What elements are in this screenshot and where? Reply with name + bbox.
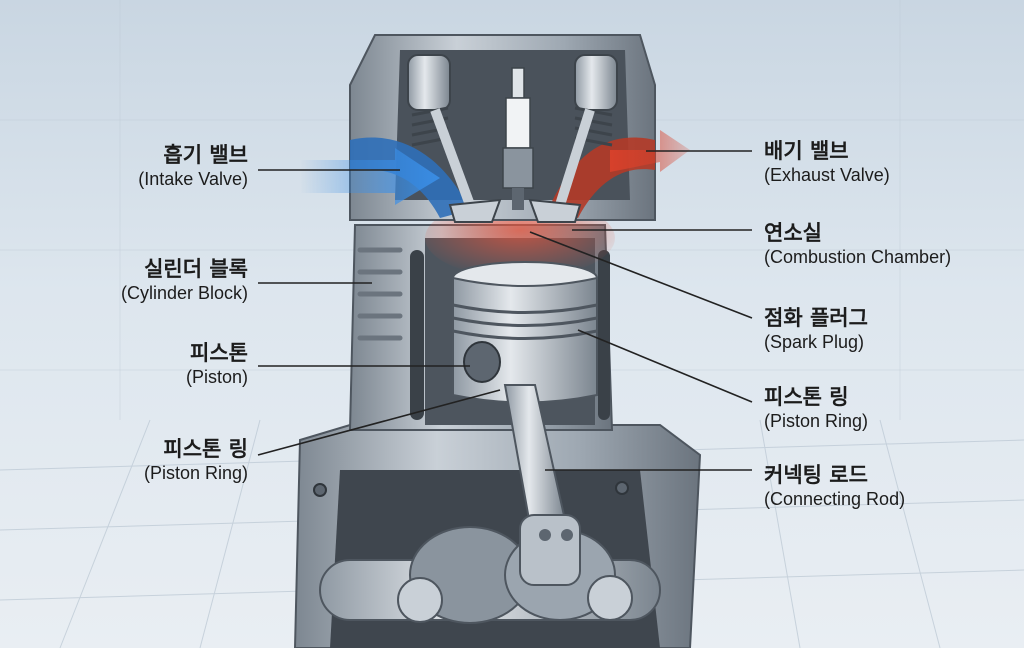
label-piston-ring-left: 피스톤 링 (Piston Ring) (144, 436, 248, 485)
leader-piston-ring-right (577, 329, 753, 403)
intake-flow-arrow (300, 148, 440, 205)
label-piston-en: (Piston) (185, 367, 248, 388)
intake-valve-assembly (407, 54, 502, 223)
exhaust-valve-assembly (528, 54, 618, 223)
label-piston-ring-right: 피스톤 링 (Piston Ring) (764, 384, 868, 433)
label-piston: 피스톤 (Piston) (186, 340, 248, 389)
label-intake-valve-en: (Intake Valve) (138, 169, 248, 190)
label-piston-ring-right-en: (Piston Ring) (764, 411, 869, 432)
leader-spark-plug (529, 231, 753, 319)
label-combustion-chamber: 연소실 (Combustion Chamber) (764, 220, 951, 269)
label-cylinder-block-en: (Cylinder Block) (120, 283, 248, 304)
label-piston-ring-right-ko: 피스톤 링 (764, 385, 849, 409)
label-piston-ko: 피스톤 (190, 341, 248, 365)
spark-plug (502, 67, 534, 210)
label-spark-plug-ko: 점화 플러그 (764, 306, 868, 330)
label-spark-plug: 점화 플러그 (Spark Plug) (764, 305, 868, 354)
connecting-rod (503, 384, 581, 586)
label-connecting-rod-ko: 커넥팅 로드 (764, 463, 868, 487)
label-combustion-chamber-ko: 연소실 (764, 221, 822, 245)
label-intake-valve-ko: 흡기 밸브 (163, 143, 248, 167)
piston (452, 261, 598, 404)
label-intake-valve: 흡기 밸브 (Intake Valve) (138, 142, 248, 191)
label-exhaust-valve: 배기 밸브 (Exhaust Valve) (764, 138, 890, 187)
label-connecting-rod: 커넥팅 로드 (Connecting Rod) (764, 462, 905, 511)
leader-lines (257, 150, 753, 471)
label-exhaust-valve-en: (Exhaust Valve) (764, 165, 890, 186)
label-combustion-chamber-en: (Combustion Chamber) (764, 247, 952, 268)
label-cylinder-block-ko: 실린더 블록 (144, 257, 248, 281)
label-exhaust-valve-ko: 배기 밸브 (764, 139, 849, 163)
leader-piston-ring-left (257, 389, 501, 456)
label-connecting-rod-en: (Connecting Rod) (764, 489, 906, 510)
label-piston-ring-left-ko: 피스톤 링 (163, 437, 248, 461)
label-piston-ring-left-en: (Piston Ring) (143, 463, 248, 484)
piston-ring-grooves (452, 303, 598, 340)
wrist-pin (463, 341, 501, 383)
label-spark-plug-en: (Spark Plug) (764, 332, 865, 353)
label-cylinder-block: 실린더 블록 (Cylinder Block) (121, 256, 248, 305)
